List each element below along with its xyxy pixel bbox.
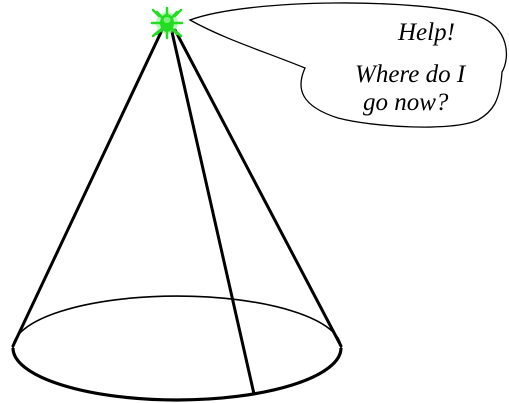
bubble-line-1: Help! xyxy=(397,19,455,46)
bubble-line-3: go now? xyxy=(363,89,449,116)
cone-base-front xyxy=(13,348,341,400)
bubble-line-2: Where do I xyxy=(355,61,467,88)
cone-left-edge xyxy=(13,28,163,346)
cone-base-back xyxy=(13,296,341,348)
speech-bubble: Help! Where do I go now? xyxy=(190,3,506,127)
green-bug-icon xyxy=(152,8,182,38)
cone-path-line xyxy=(172,32,254,394)
